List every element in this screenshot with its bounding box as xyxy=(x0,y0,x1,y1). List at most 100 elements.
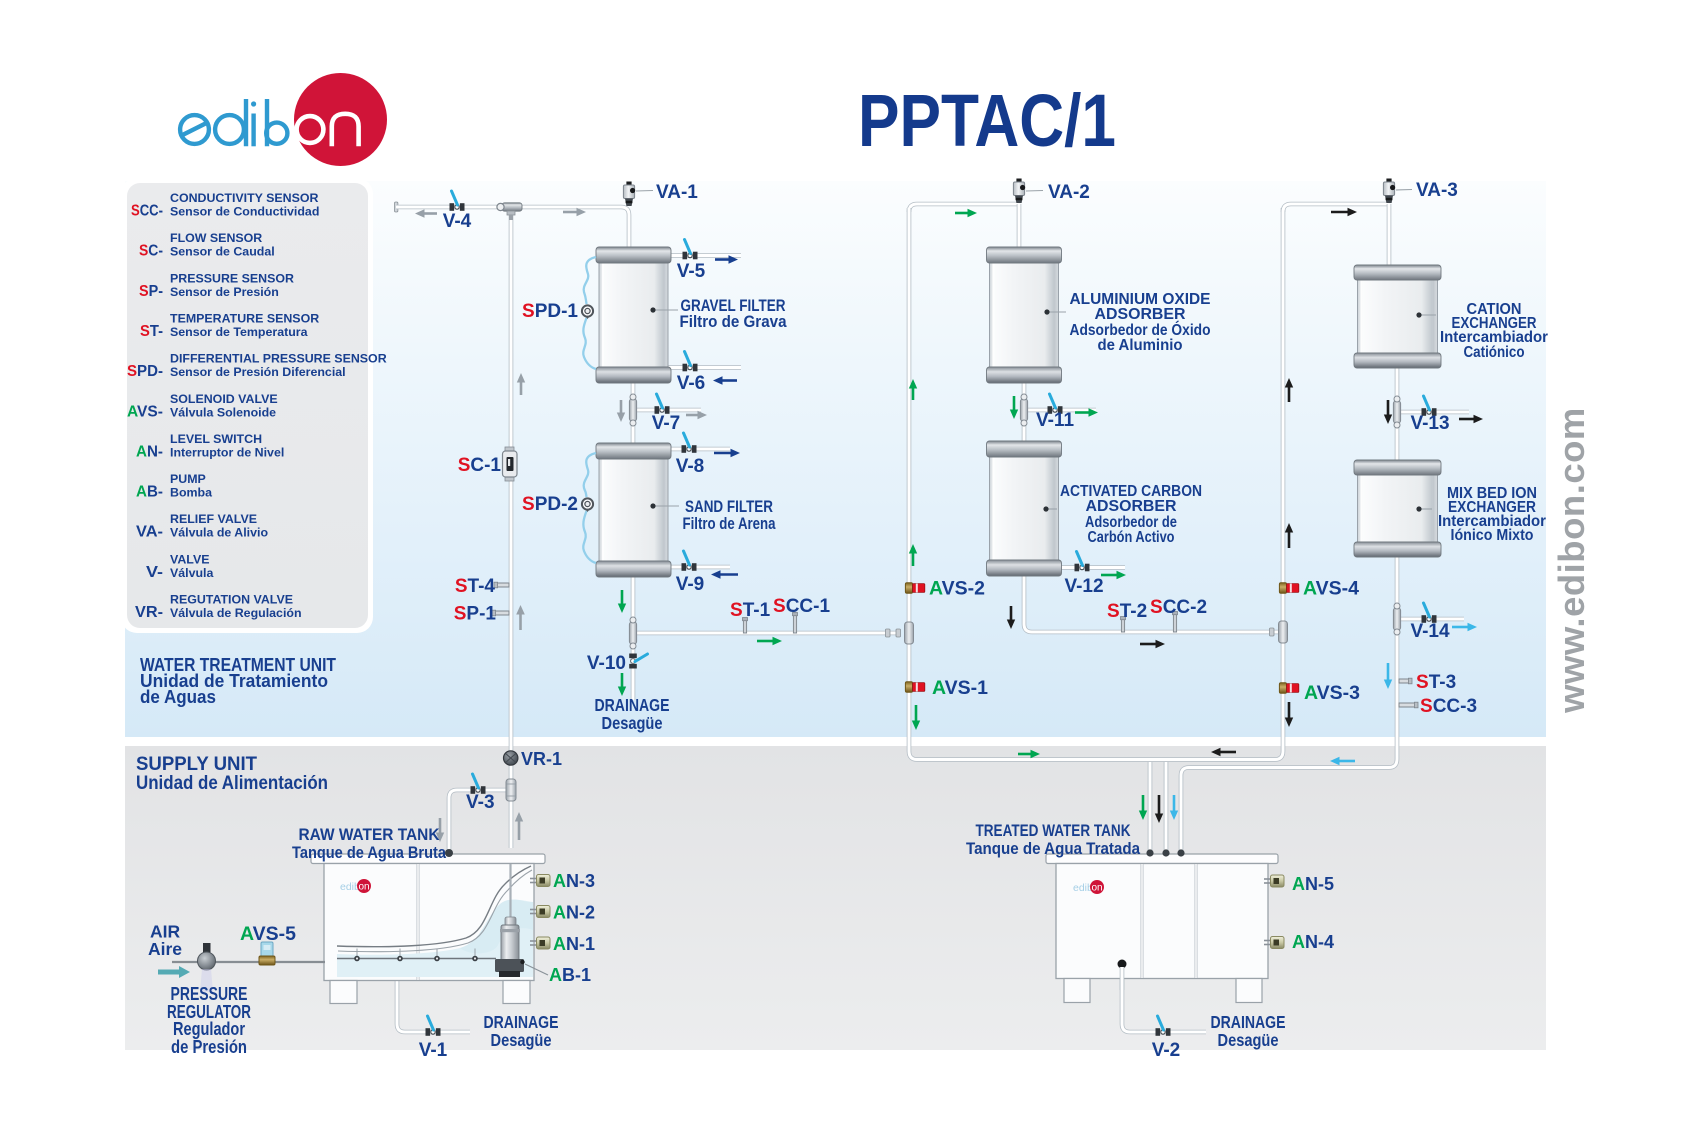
svg-text:V-13: V-13 xyxy=(1410,413,1449,434)
svg-text:Catiónico: Catiónico xyxy=(1464,344,1525,361)
svg-text:on: on xyxy=(358,882,369,893)
svg-text:edib: edib xyxy=(1073,882,1093,894)
svg-text:Carbón Activo: Carbón Activo xyxy=(1088,529,1175,546)
svg-text:Válvula de Alivio: Válvula de Alivio xyxy=(170,526,268,540)
svg-text:TEMPERATURE SENSOR: TEMPERATURE SENSOR xyxy=(170,311,319,325)
svg-text:FLOW SENSOR: FLOW SENSOR xyxy=(170,231,262,245)
svg-text:GRAVEL FILTER: GRAVEL FILTER xyxy=(681,296,786,315)
svg-text:TREATED WATER TANK: TREATED WATER TANK xyxy=(976,821,1132,840)
svg-text:Adsorbedor de Óxido: Adsorbedor de Óxido xyxy=(1070,320,1211,339)
svg-text:Sensor de Temperatura: Sensor de Temperatura xyxy=(170,325,308,339)
svg-text:AN-3: AN-3 xyxy=(553,871,595,891)
svg-text:PRESSURE: PRESSURE xyxy=(171,984,248,1004)
svg-text:VA-1: VA-1 xyxy=(656,182,698,203)
svg-text:VA-3: VA-3 xyxy=(1416,180,1458,201)
svg-text:V-5: V-5 xyxy=(677,261,706,282)
svg-text:Intercambiador: Intercambiador xyxy=(1440,329,1548,346)
svg-text:ST-2: ST-2 xyxy=(1107,601,1147,622)
svg-text:MIX BED ION: MIX BED ION xyxy=(1447,485,1537,502)
svg-text:V-: V- xyxy=(146,564,163,581)
svg-text:V-3: V-3 xyxy=(466,792,495,813)
svg-text:ST-3: ST-3 xyxy=(1416,672,1456,693)
svg-text:VALVE: VALVE xyxy=(170,552,209,566)
svg-text:AN-5: AN-5 xyxy=(1292,874,1334,894)
svg-text:RAW WATER TANK: RAW WATER TANK xyxy=(299,825,441,844)
svg-text:AVS-4: AVS-4 xyxy=(1303,578,1359,600)
svg-text:AN-1: AN-1 xyxy=(553,934,595,954)
svg-text:V-11: V-11 xyxy=(1036,410,1074,431)
svg-text:Tanque de Agua Bruta: Tanque de Agua Bruta xyxy=(292,843,446,862)
svg-text:REGUTATION VALVE: REGUTATION VALVE xyxy=(170,593,293,607)
svg-text:SP-1: SP-1 xyxy=(454,604,497,625)
svg-text:V-4: V-4 xyxy=(443,211,472,232)
svg-text:AN-: AN- xyxy=(136,443,163,460)
svg-text:VA-: VA- xyxy=(136,524,163,541)
svg-text:Bomba: Bomba xyxy=(170,486,212,500)
svg-text:AB-1: AB-1 xyxy=(549,965,591,985)
svg-text:EXCHANGER: EXCHANGER xyxy=(1452,315,1537,332)
svg-text:AVS-2: AVS-2 xyxy=(929,578,985,600)
svg-text:V-2: V-2 xyxy=(1152,1040,1181,1061)
svg-text:SPD-1: SPD-1 xyxy=(522,301,578,322)
svg-text:SP-: SP- xyxy=(139,283,163,300)
svg-text:CONDUCTIVITY SENSOR: CONDUCTIVITY SENSOR xyxy=(170,191,319,205)
svg-text:V-10: V-10 xyxy=(587,653,626,674)
svg-text:ST-1: ST-1 xyxy=(730,600,771,621)
svg-text:ALUMINIUM OXIDE: ALUMINIUM OXIDE xyxy=(1070,291,1211,308)
svg-text:LEVEL SWITCH: LEVEL SWITCH xyxy=(170,432,262,446)
svg-text:Interruptor de Nivel: Interruptor de Nivel xyxy=(170,445,284,459)
svg-text:V-9: V-9 xyxy=(676,574,705,595)
svg-text:AN-2: AN-2 xyxy=(553,903,595,923)
svg-text:Tanque de Agua Tratada: Tanque de Agua Tratada xyxy=(966,839,1140,858)
svg-text:Sensor de Presión: Sensor de Presión xyxy=(170,285,279,299)
svg-text:Filtro de Grava: Filtro de Grava xyxy=(680,312,787,331)
svg-text:CATION: CATION xyxy=(1467,301,1522,318)
svg-text:WATER TREATMENT UNIT: WATER TREATMENT UNIT xyxy=(140,655,336,675)
svg-text:SPD-2: SPD-2 xyxy=(522,494,578,515)
svg-text:ST-4: ST-4 xyxy=(455,576,496,597)
svg-text:EXCHANGER: EXCHANGER xyxy=(1448,499,1536,516)
svg-text:Intercambiador: Intercambiador xyxy=(1438,513,1546,530)
svg-text:ADSORBER: ADSORBER xyxy=(1086,498,1177,515)
svg-text:Válvula: Válvula xyxy=(170,566,214,580)
svg-text:AVS-: AVS- xyxy=(127,403,163,420)
svg-text:SCC-3: SCC-3 xyxy=(1420,696,1477,717)
svg-text:SUPPLY UNIT: SUPPLY UNIT xyxy=(136,754,257,775)
svg-text:Desagüe: Desagüe xyxy=(1218,1030,1279,1050)
svg-text:Filtro de Arena: Filtro de Arena xyxy=(683,514,776,533)
svg-text:Desagüe: Desagüe xyxy=(602,713,663,733)
svg-text:SPD-: SPD- xyxy=(127,363,163,380)
svg-text:V-12: V-12 xyxy=(1064,576,1103,597)
svg-text:DIFFERENTIAL PRESSURE SENSOR: DIFFERENTIAL PRESSURE SENSOR xyxy=(170,352,387,366)
svg-text:Sensor de Conductividad: Sensor de Conductividad xyxy=(170,205,319,219)
svg-text:V-7: V-7 xyxy=(652,413,681,434)
svg-text:SCC-1: SCC-1 xyxy=(773,596,830,617)
svg-text:SCC-: SCC- xyxy=(131,203,163,220)
svg-text:DRAINAGE: DRAINAGE xyxy=(595,695,670,715)
svg-text:VA-2: VA-2 xyxy=(1048,182,1090,203)
svg-text:DRAINAGE: DRAINAGE xyxy=(1211,1012,1286,1032)
svg-text:PRESSURE SENSOR: PRESSURE SENSOR xyxy=(170,271,294,285)
svg-text:AN-4: AN-4 xyxy=(1292,932,1334,952)
svg-text:Iónico Mixto: Iónico Mixto xyxy=(1451,527,1534,544)
svg-text:Válvula Solenoide: Válvula Solenoide xyxy=(170,405,276,419)
svg-text:Unidad de Alimentación: Unidad de Alimentación xyxy=(136,773,328,794)
svg-text:Unidad de Tratamiento: Unidad de Tratamiento xyxy=(140,671,328,691)
svg-text:Aire: Aire xyxy=(148,939,182,959)
svg-text:de Aluminio: de Aluminio xyxy=(1098,337,1183,354)
svg-text:SAND FILTER: SAND FILTER xyxy=(685,497,773,516)
svg-text:PUMP: PUMP xyxy=(170,472,206,486)
svg-text:V-8: V-8 xyxy=(676,456,705,477)
svg-text:SOLENOID VALVE: SOLENOID VALVE xyxy=(170,392,278,406)
svg-text:V-1: V-1 xyxy=(419,1040,448,1061)
svg-text:Válvula de Regulación: Válvula de Regulación xyxy=(170,606,302,620)
svg-text:SC-1: SC-1 xyxy=(458,455,502,476)
svg-text:Regulador: Regulador xyxy=(173,1019,245,1039)
svg-text:REGULATOR: REGULATOR xyxy=(167,1002,251,1022)
svg-text:AVS-1: AVS-1 xyxy=(932,677,988,699)
svg-text:V-14: V-14 xyxy=(1410,621,1450,642)
svg-text:AVS-5: AVS-5 xyxy=(240,923,296,945)
svg-text:www.edibon.com: www.edibon.com xyxy=(1551,407,1592,714)
svg-text:ACTIVATED CARBON: ACTIVATED CARBON xyxy=(1060,483,1202,500)
svg-text:edib: edib xyxy=(340,881,360,893)
